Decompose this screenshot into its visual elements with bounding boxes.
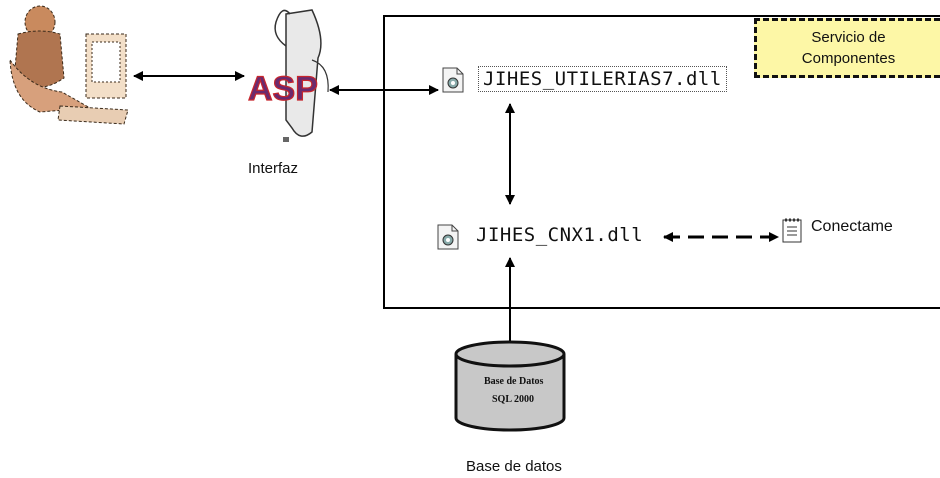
dll-file-icon bbox=[442, 67, 464, 93]
service-components-box: Servicio de Componentes bbox=[754, 18, 940, 78]
interface-label: Interfaz bbox=[248, 160, 298, 177]
service-box-line2: Componentes bbox=[801, 50, 896, 67]
asp-scroll-icon: ASP bbox=[247, 9, 329, 142]
dll-top-name: JIHES_UTILERIAS7.dll bbox=[483, 68, 722, 90]
service-box-line1: Servicio de bbox=[811, 29, 886, 46]
component-container bbox=[383, 15, 940, 309]
conectame-label: Conectame bbox=[811, 218, 893, 235]
database-line1: Base de Datos bbox=[484, 376, 544, 387]
notepad-file-icon bbox=[782, 218, 802, 243]
database-caption: Base de datos bbox=[466, 458, 562, 475]
dll-bottom-name: JIHES_CNX1.dll bbox=[476, 224, 644, 246]
user-at-computer-icon bbox=[9, 5, 129, 125]
database-cylinder bbox=[454, 340, 566, 432]
dll-top-box: JIHES_UTILERIAS7.dll bbox=[478, 66, 727, 92]
database-line2: SQL 2000 bbox=[492, 394, 534, 405]
dll-file-icon bbox=[437, 224, 459, 250]
asp-text: ASP bbox=[248, 70, 318, 108]
